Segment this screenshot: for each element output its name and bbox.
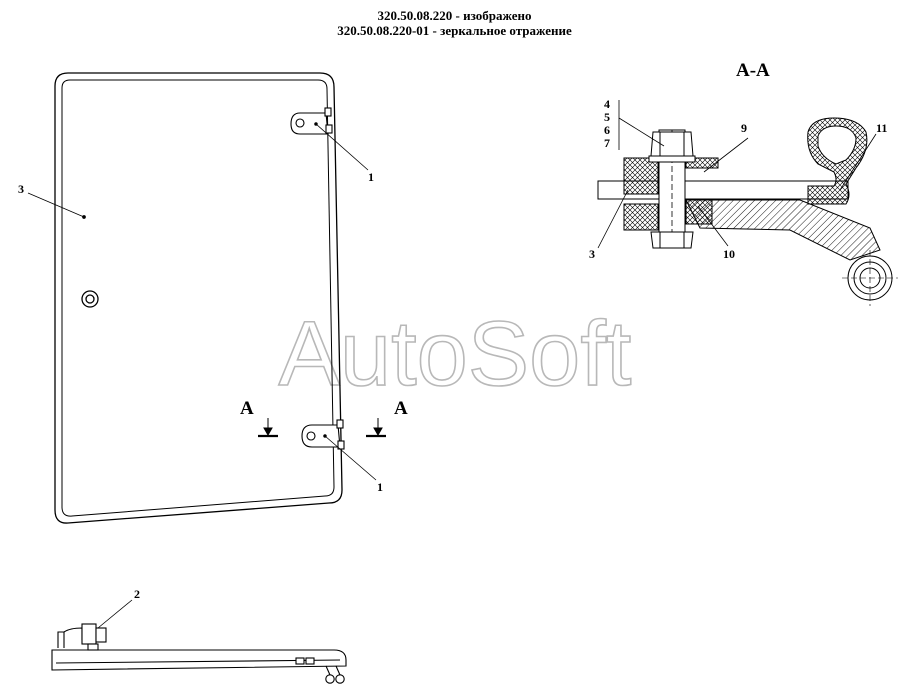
section-marker-left: А: [240, 398, 254, 419]
drawing-title-line-2: 320.50.08.220-01 - зеркальное отражение: [337, 23, 572, 38]
leader-lines-front: [27, 123, 377, 481]
door-lock-outer: [81, 290, 99, 308]
callout-hinge-lower: 1: [377, 480, 383, 494]
callout-hinge-upper: 1: [368, 170, 374, 184]
callout-section-panel: 3: [589, 247, 595, 261]
drawing-title-line-1: 320.50.08.220 - изображено: [377, 8, 532, 23]
door-bottom-view: [51, 623, 347, 684]
leader-lines-section: [597, 100, 877, 249]
callout-item-4: 4: [604, 97, 610, 111]
callout-item-5: 5: [604, 110, 610, 124]
section-view: [597, 117, 898, 306]
callout-item-7: 7: [604, 136, 610, 150]
watermark: AutoSoft: [279, 303, 632, 405]
leader-hinge-bottom: [97, 599, 133, 629]
section-title: А-А: [736, 60, 770, 81]
callout-item-9: 9: [741, 121, 747, 135]
section-marker-right: А: [394, 398, 408, 419]
door-lock-inner: [85, 294, 95, 304]
callout-item-10: 10: [723, 247, 735, 261]
hinge-upper: [290, 107, 333, 135]
section-cut-markers: [258, 418, 386, 438]
callout-panel: 3: [18, 182, 24, 196]
callout-hinge-bottom: 2: [134, 587, 140, 601]
door-panel: [54, 72, 343, 524]
hinge-lower: [301, 419, 345, 450]
callout-item-11: 11: [876, 121, 887, 135]
callout-item-6: 6: [604, 123, 610, 137]
